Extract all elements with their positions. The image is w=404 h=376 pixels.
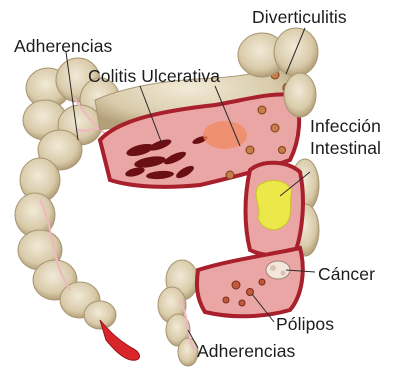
inflamed-zone [203,121,247,149]
label-cancer: Cáncer [318,264,375,284]
label-diverticulitis: Diverticulitis [252,7,347,27]
sigmoid-colon [158,260,198,366]
label-intestinal: Intestinal [310,138,381,158]
infection-area [256,180,292,229]
label-infeccion: Infección [310,116,381,136]
label-colitis-ulcerativa: Colitis Ulcerativa [88,66,220,86]
label-polipos: Pólipos [276,314,334,334]
label-adherencias-bottom: Adherencias [197,341,295,361]
label-adherencias-top: Adherencias [14,36,112,56]
sigmoid-colon-opened [197,248,303,316]
